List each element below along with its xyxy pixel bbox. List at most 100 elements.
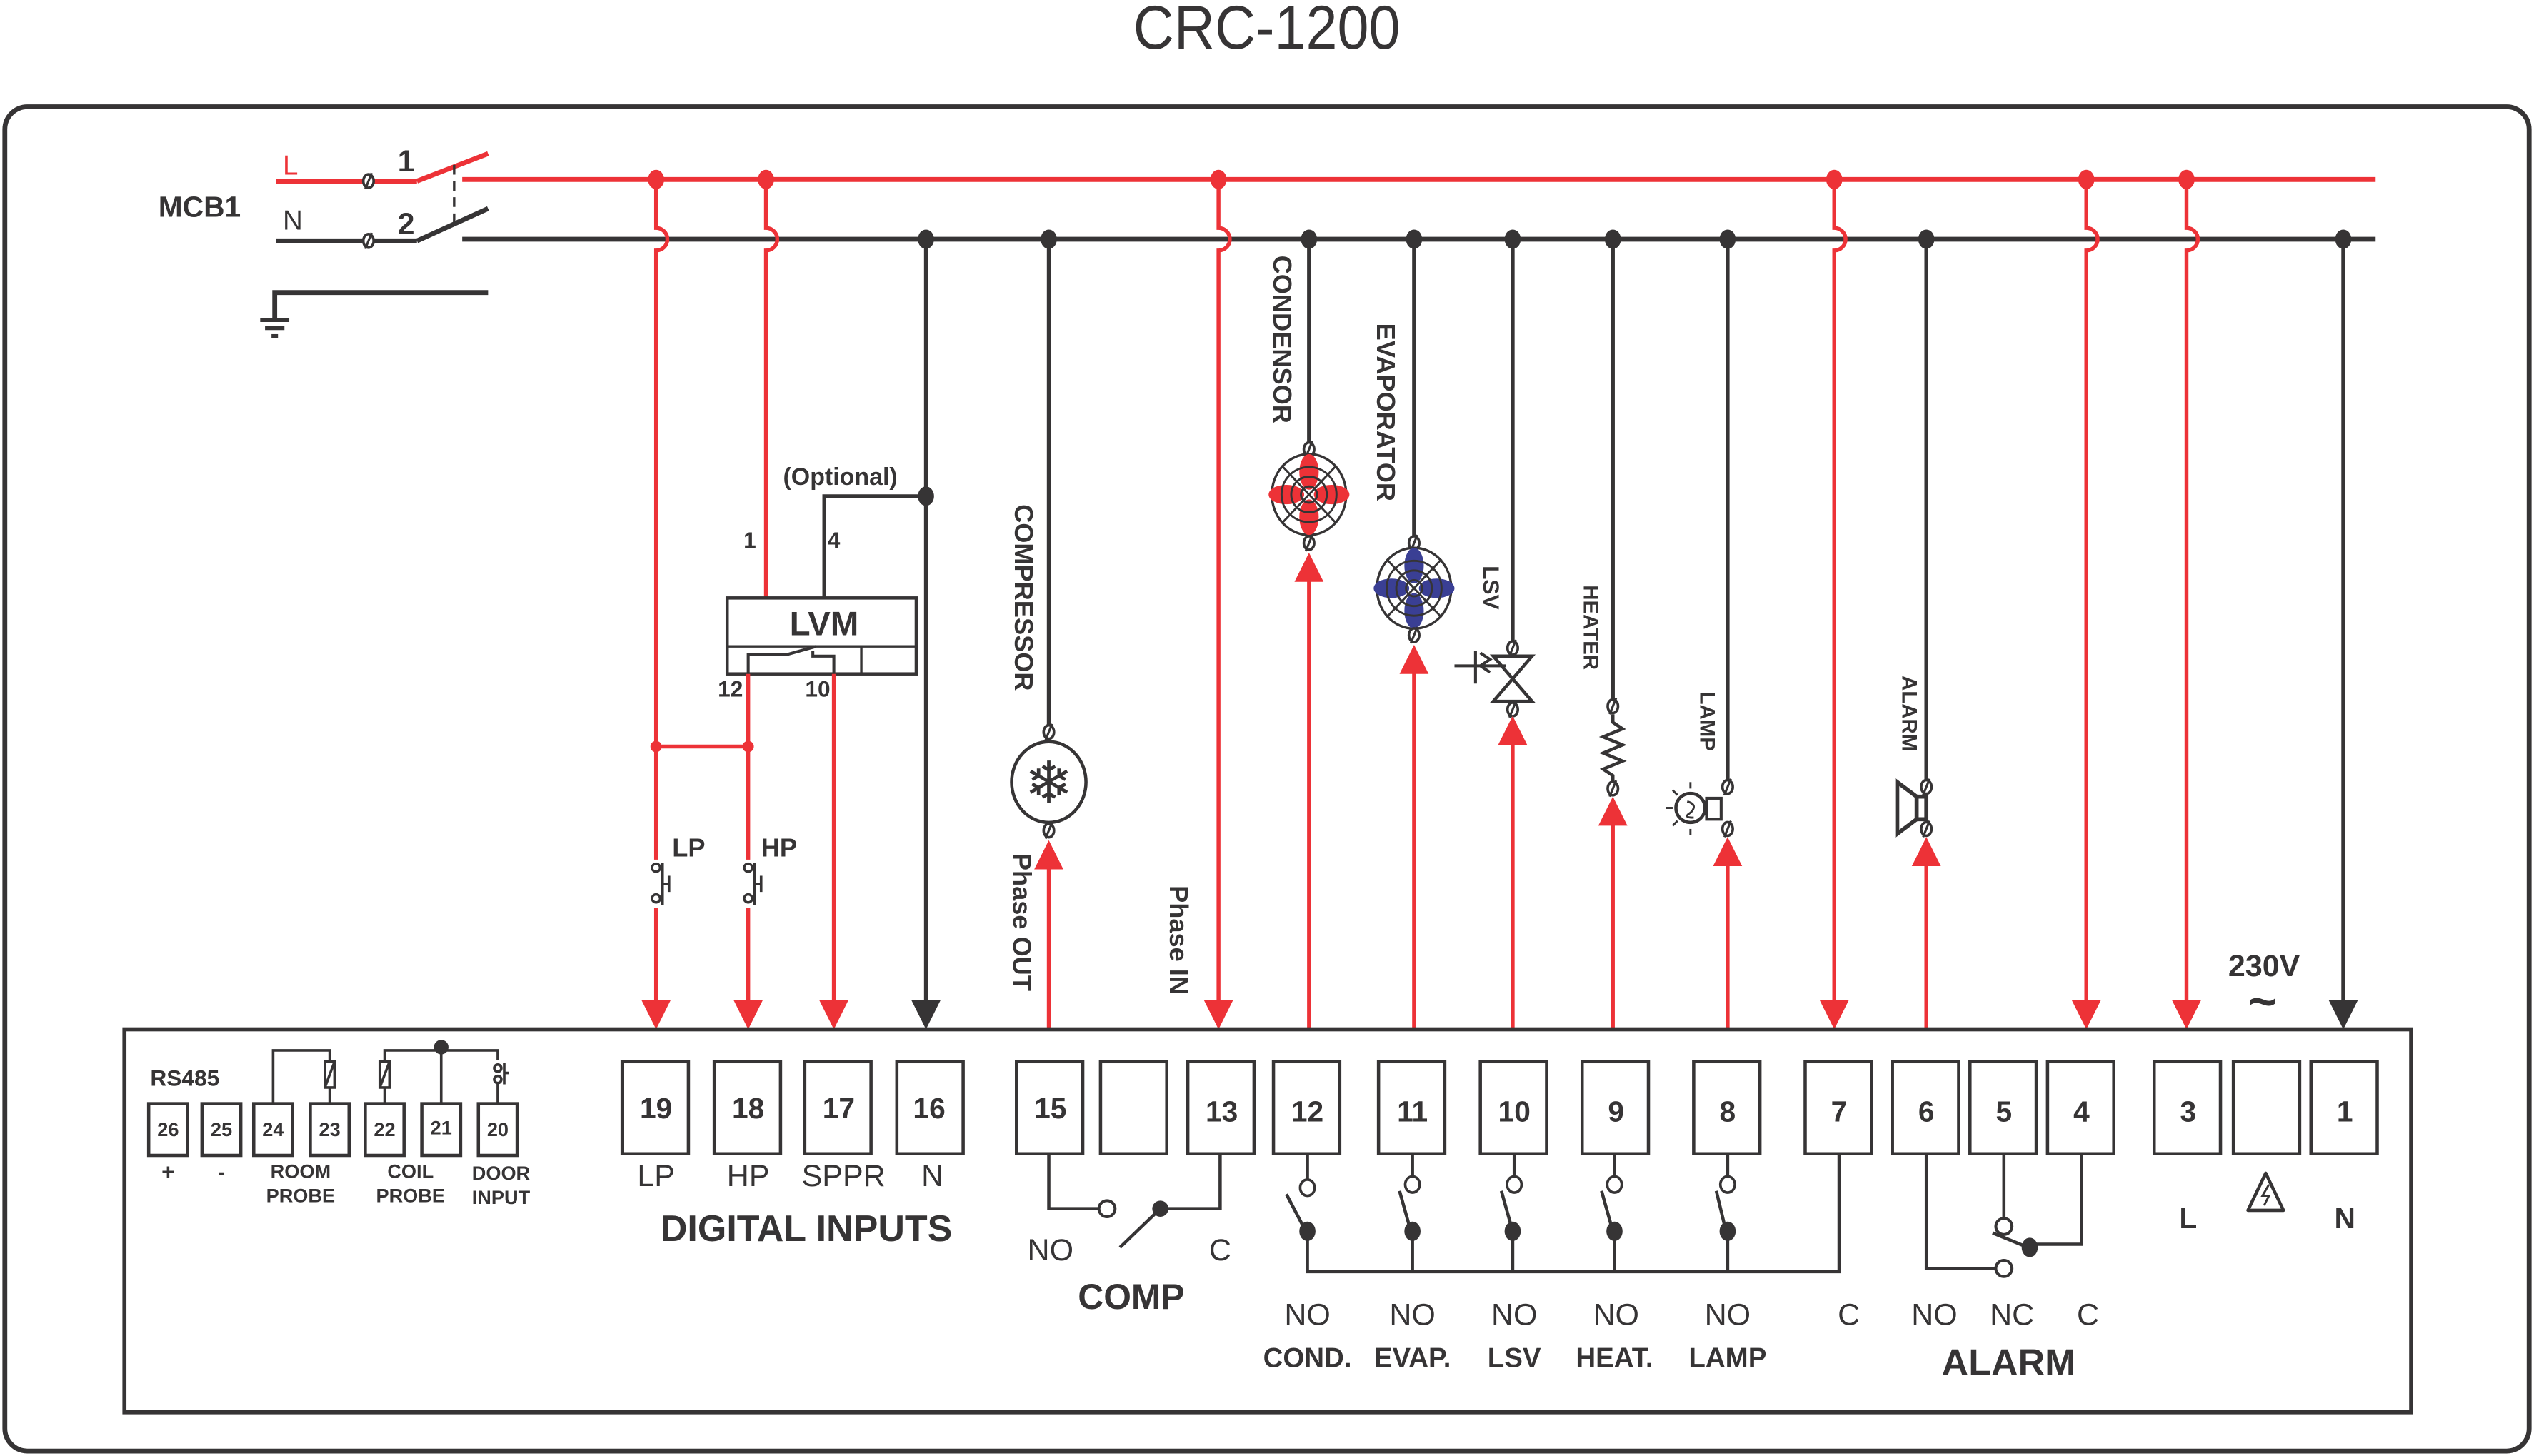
evaporator-fan: EVAPORATOR bbox=[1371, 323, 1455, 1030]
rs485-minus: - bbox=[218, 1159, 226, 1185]
mcb-breaker: MCB1 L N 1 2 bbox=[159, 144, 489, 338]
terminal-11: 11 bbox=[1397, 1095, 1428, 1128]
lvm-label: LVM bbox=[790, 605, 859, 643]
terminal-26: 26 bbox=[157, 1118, 179, 1140]
lsv-valve: LSV bbox=[1454, 566, 1536, 1030]
output-terminals: 15 13 12 11 10 9 8 7 6 5 4 3 1 NO C COMP bbox=[1015, 1060, 2379, 1384]
mcb-label: MCB1 bbox=[159, 190, 241, 223]
common-c-label: C bbox=[1838, 1298, 1860, 1332]
condensor-label: CONDENSOR bbox=[1268, 256, 1297, 423]
lvm-pin-10: 10 bbox=[805, 676, 830, 701]
phase-junctions bbox=[648, 169, 2195, 189]
terminal-17: 17 bbox=[823, 1092, 855, 1125]
digital-inputs-heading: DIGITAL INPUTS bbox=[661, 1208, 953, 1250]
heater-load: HEATER bbox=[1579, 585, 1628, 1030]
supply-voltage-label: 230V bbox=[2228, 949, 2300, 983]
phase-feeders bbox=[653, 179, 2200, 1003]
neutral-feeders bbox=[923, 239, 2345, 1003]
terminal-6: 6 bbox=[1918, 1095, 1935, 1128]
phase-in-label: Phase IN bbox=[1164, 885, 1193, 995]
di-hp-label: HP bbox=[727, 1159, 770, 1193]
lamp-icon bbox=[1666, 782, 1723, 835]
terminal-24: 24 bbox=[262, 1118, 284, 1140]
terminal-20: 20 bbox=[487, 1118, 509, 1140]
snowflake-icon: ❄ bbox=[1024, 750, 1073, 818]
diagram-title: CRC-1200 bbox=[1133, 0, 1401, 62]
terminal-4: 4 bbox=[2073, 1095, 2090, 1128]
terminal-13: 13 bbox=[1206, 1095, 1238, 1128]
lp-switch-label: LP bbox=[672, 833, 705, 862]
high-voltage-icon bbox=[2246, 1171, 2285, 1213]
hp-switch: HP bbox=[738, 833, 797, 908]
lamp-no-label: NO bbox=[1705, 1298, 1751, 1332]
controller-body bbox=[122, 1027, 2413, 1415]
di-lp-label: LP bbox=[637, 1159, 675, 1193]
terminal-15: 15 bbox=[1034, 1092, 1066, 1125]
lvm-optional-label: (Optional) bbox=[783, 463, 898, 491]
terminal-arrows bbox=[641, 1000, 2358, 1030]
terminal-3: 3 bbox=[2180, 1095, 2196, 1128]
alarm-heading: ALARM bbox=[1942, 1342, 2076, 1384]
lamp-label: LAMP bbox=[1695, 692, 1718, 751]
lsv-no-label: NO bbox=[1491, 1298, 1537, 1332]
evap-output-label: EVAP. bbox=[1374, 1342, 1451, 1373]
terminal-25: 25 bbox=[211, 1118, 232, 1140]
ground-icon bbox=[260, 318, 290, 338]
alarm-load: ALARM bbox=[1895, 676, 1941, 1030]
comp-c-label: C bbox=[1209, 1233, 1231, 1267]
alarm-nc-label: NC bbox=[1990, 1298, 2034, 1332]
digital-input-terminals: 19 18 17 16 LP HP SPPR N DIGITAL INPUTS bbox=[620, 1060, 965, 1250]
di-sppr-label: SPPR bbox=[802, 1159, 886, 1193]
mcb-line-label: L bbox=[283, 151, 298, 181]
lamp-load: LAMP bbox=[1666, 692, 1743, 1030]
lamp-output-label: LAMP bbox=[1688, 1342, 1766, 1373]
lvm-pin-1: 1 bbox=[743, 527, 756, 553]
terminal-21: 21 bbox=[431, 1117, 452, 1139]
heat-no-label: NO bbox=[1593, 1298, 1639, 1332]
terminal-22: 22 bbox=[374, 1118, 395, 1140]
mcb-neutral-label: N bbox=[283, 205, 303, 236]
comp-heading: COMP bbox=[1078, 1277, 1184, 1317]
compressor-load: COMPRESSOR ❄ Phase OUT Phase IN bbox=[1008, 504, 1193, 1030]
mcb-pole-2: 2 bbox=[398, 207, 415, 241]
outer-frame bbox=[2, 104, 2532, 1454]
siren-icon bbox=[1895, 778, 1929, 838]
terminal-19: 19 bbox=[640, 1092, 672, 1125]
evap-no-label: NO bbox=[1389, 1298, 1435, 1332]
neutral-junctions bbox=[918, 229, 2352, 506]
supply-voltage: 230V ~ bbox=[2228, 949, 2300, 1029]
coil-probe-label-2: PROBE bbox=[376, 1185, 445, 1207]
mcb-pole-1: 1 bbox=[398, 144, 415, 179]
cond-no-label: NO bbox=[1284, 1298, 1330, 1332]
lsv-output-label: LSV bbox=[1488, 1342, 1541, 1373]
door-input-label-2: INPUT bbox=[472, 1186, 531, 1208]
cond-output-label: COND. bbox=[1263, 1342, 1352, 1373]
ac-symbol: ~ bbox=[2248, 975, 2277, 1029]
terminal-8: 8 bbox=[1720, 1095, 1736, 1128]
alarm-c-label: C bbox=[2077, 1298, 2099, 1332]
terminal-5: 5 bbox=[1995, 1095, 2012, 1128]
terminal-10: 10 bbox=[1498, 1095, 1531, 1128]
lvm-pin-12: 12 bbox=[718, 676, 743, 701]
condensor-fan: CONDENSOR bbox=[1268, 256, 1350, 1030]
terminal-7: 7 bbox=[1831, 1095, 1848, 1128]
alarm-label: ALARM bbox=[1897, 676, 1920, 751]
phase-out-label: Phase OUT bbox=[1008, 853, 1037, 991]
door-input-label-1: DOOR bbox=[472, 1162, 531, 1184]
rs485-label: RS485 bbox=[150, 1065, 219, 1091]
terminal-16: 16 bbox=[913, 1092, 945, 1125]
hp-switch-label: HP bbox=[761, 833, 797, 862]
heat-output-label: HEAT. bbox=[1576, 1342, 1653, 1373]
coil-probe-label-1: COIL bbox=[387, 1160, 434, 1183]
room-probe-label-2: PROBE bbox=[266, 1185, 336, 1207]
alarm-no-label: NO bbox=[1911, 1298, 1957, 1332]
terminal-9: 9 bbox=[1608, 1095, 1624, 1128]
terminal-23: 23 bbox=[319, 1118, 341, 1140]
supply-l-label: L bbox=[2179, 1202, 2197, 1235]
heater-label: HEATER bbox=[1579, 585, 1603, 670]
compressor-label: COMPRESSOR bbox=[1009, 504, 1038, 691]
terminal-12: 12 bbox=[1291, 1095, 1323, 1128]
lp-switch: LP bbox=[646, 833, 706, 908]
di-n-label: N bbox=[921, 1159, 943, 1193]
